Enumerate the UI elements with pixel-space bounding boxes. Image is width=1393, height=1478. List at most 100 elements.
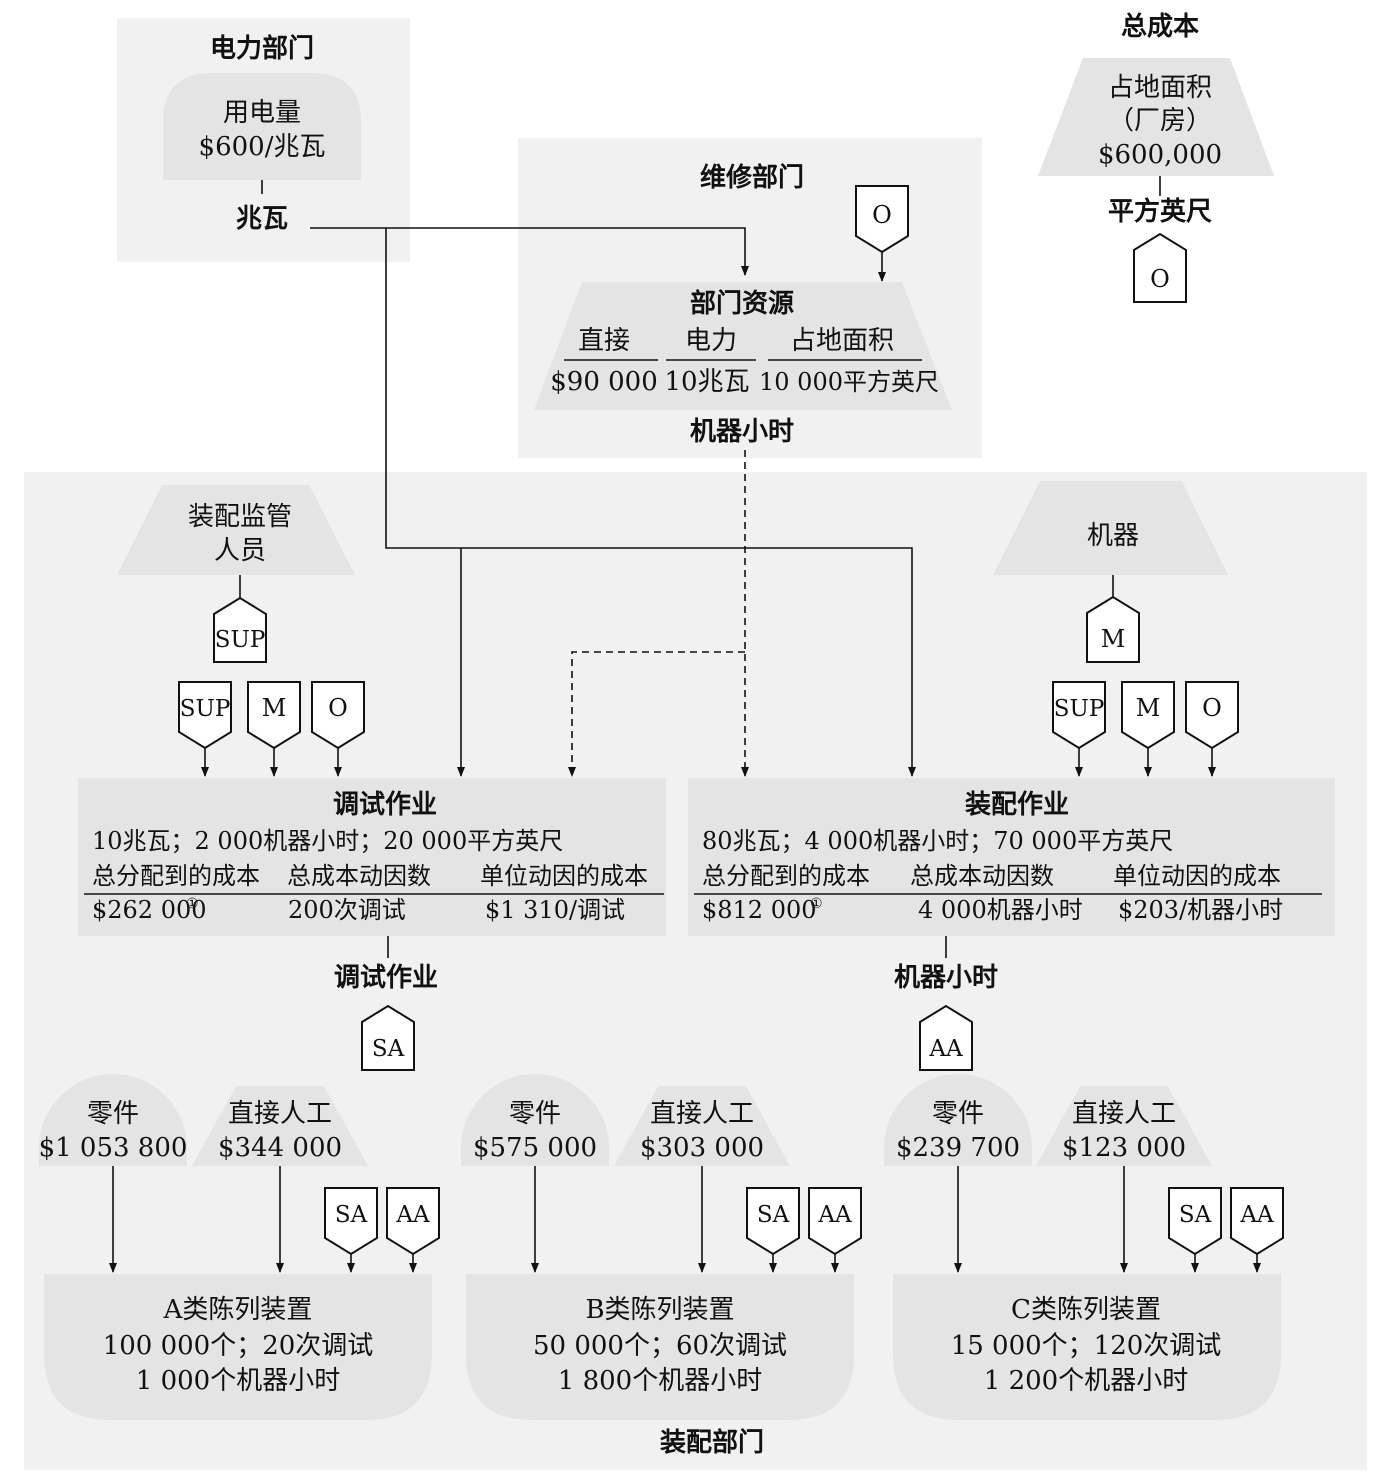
product-a-units: 100 000个；20次调试 [103,1331,374,1361]
product-b-labor-box [614,1086,790,1166]
setup-head-driver-count: 总成本动因数 [287,862,431,890]
product-c-name: C类陈列装置 [1011,1295,1161,1325]
resource-col-space: 占地面积 [790,326,894,356]
product-c-aa-icon [1230,1187,1284,1256]
setup-activity-title: 调试作业 [333,790,437,820]
product-a-hours: 1 000个机器小时 [136,1366,340,1396]
setup-m-symbol: M [262,694,287,722]
product-b-aa-icon [808,1187,862,1256]
setup-m-icon [247,681,301,750]
product-a-aa-icon [386,1187,440,1256]
product-c-sa-symbol: SA [1179,1202,1212,1228]
assembly-head-total-cost: 总分配到的成本 [702,862,870,890]
product-a-sa-icon [324,1187,378,1256]
maintenance-dept-title: 维修部门 [700,162,804,193]
product-a-labor-value: $344 000 [218,1133,342,1163]
machines-pool-icon [1086,595,1140,663]
floor-space-value: $600,000 [1098,140,1222,170]
setup-sup-icon [178,681,232,750]
assembly-sup-icon [1052,681,1106,750]
setup-sa-pool-symbol: SA [372,1036,405,1062]
setup-total-cost: $262 000 [92,896,207,924]
assembly-unit-cost: $203/机器小时 [1118,896,1283,924]
product-b-parts-box [461,1074,609,1166]
product-b-parts-value: $575 000 [473,1133,597,1163]
product-c-labor-value: $123 000 [1062,1133,1186,1163]
product-a-parts-value: $1 053 800 [39,1133,188,1163]
resource-col-direct: 直接 [578,326,630,356]
product-b-box [466,1274,854,1420]
assembly-head-driver-count: 总成本动因数 [910,862,1054,890]
product-a-parts-box [39,1074,187,1166]
product-a-parts-label: 零件 [87,1099,139,1129]
overhead-symbol-text: O [872,201,892,229]
overhead-symbol-icon [855,185,909,254]
assembly-sup-symbol: SUP [1054,696,1105,722]
assembly-aa-pool-symbol: AA [928,1036,963,1062]
product-a-aa-symbol: AA [395,1202,430,1228]
setup-o-symbol: O [328,694,348,722]
floor-space-label: 占地面积 [1108,73,1212,103]
floor-space-box [1038,58,1274,176]
product-b-name: B类陈列装置 [585,1295,734,1325]
supervision-label-1: 装配监管 [188,502,292,532]
product-c-labor-box [1036,1086,1212,1166]
maintenance-driver-label: 机器小时 [690,417,794,447]
product-b-aa-symbol: AA [817,1202,852,1228]
resource-power-value: 10兆瓦 [664,367,749,397]
setup-head-unit-cost: 单位动因的成本 [480,862,648,890]
setup-sa-pool-icon [361,1004,415,1071]
setup-sup-symbol: SUP [180,696,231,722]
setup-total-cost-note: ① [186,896,199,912]
resource-space-value: 10 000平方英尺 [759,368,939,396]
machines-label: 机器 [1087,521,1139,551]
supervision-pool-symbol: SUP [215,627,266,653]
product-a-labor-label: 直接人工 [228,1099,332,1129]
resource-col-power: 电力 [685,326,737,356]
product-b-sa-icon [746,1187,800,1256]
supervision-label-2: 人员 [214,536,266,566]
floor-space-sub: （厂房） [1108,106,1212,136]
product-c-aa-symbol: AA [1239,1202,1274,1228]
power-usage-rate: $600/兆瓦 [199,132,326,162]
product-b-labor-label: 直接人工 [650,1099,754,1129]
product-b-labor-value: $303 000 [640,1133,764,1163]
assembly-head-unit-cost: 单位动因的成本 [1113,862,1281,890]
assembly-o-icon [1185,681,1239,750]
setup-driver-count: 200次调试 [288,896,406,924]
assembly-activity-resources: 80兆瓦；4 000机器小时；70 000平方英尺 [702,827,1173,855]
assembly-total-cost: $812 000 [702,896,817,924]
product-c-parts-label: 零件 [932,1099,984,1129]
product-b-units: 50 000个；60次调试 [533,1331,787,1361]
product-c-hours: 1 200个机器小时 [984,1366,1188,1396]
setup-unit-cost: $1 310/调试 [485,896,625,924]
product-b-sa-symbol: SA [757,1202,790,1228]
product-c-units: 15 000个；120次调试 [951,1331,1222,1361]
assembly-m-icon [1121,681,1175,750]
product-a-box [44,1274,432,1420]
assembly-total-cost-note: ① [810,896,823,912]
floor-space-driver: 平方英尺 [1108,196,1212,227]
assembly-o-symbol: O [1202,694,1222,722]
assembly-m-symbol: M [1136,694,1161,722]
assembly-dept-title: 装配部门 [660,1428,764,1458]
setup-o-icon [311,681,365,750]
dept-resources-box [534,282,952,410]
setup-head-total-cost: 总分配到的成本 [92,862,260,890]
setup-activity-box [78,778,666,936]
power-dept-title: 电力部门 [210,34,314,64]
supervision-box [117,485,355,575]
product-a-name: A类陈列装置 [163,1295,313,1325]
product-a-sa-symbol: SA [335,1202,368,1228]
resource-direct-value: $90 000 [550,367,658,397]
product-b-hours: 1 800个机器小时 [558,1366,762,1396]
machines-box [993,481,1228,575]
setup-driver-label: 调试作业 [334,963,438,993]
product-a-labor-box [192,1086,368,1166]
product-c-parts-value: $239 700 [896,1133,1020,1163]
supervision-pool-icon [213,596,267,663]
power-usage-box [163,73,361,180]
product-c-labor-label: 直接人工 [1072,1099,1176,1129]
assembly-driver-label: 机器小时 [894,963,998,993]
